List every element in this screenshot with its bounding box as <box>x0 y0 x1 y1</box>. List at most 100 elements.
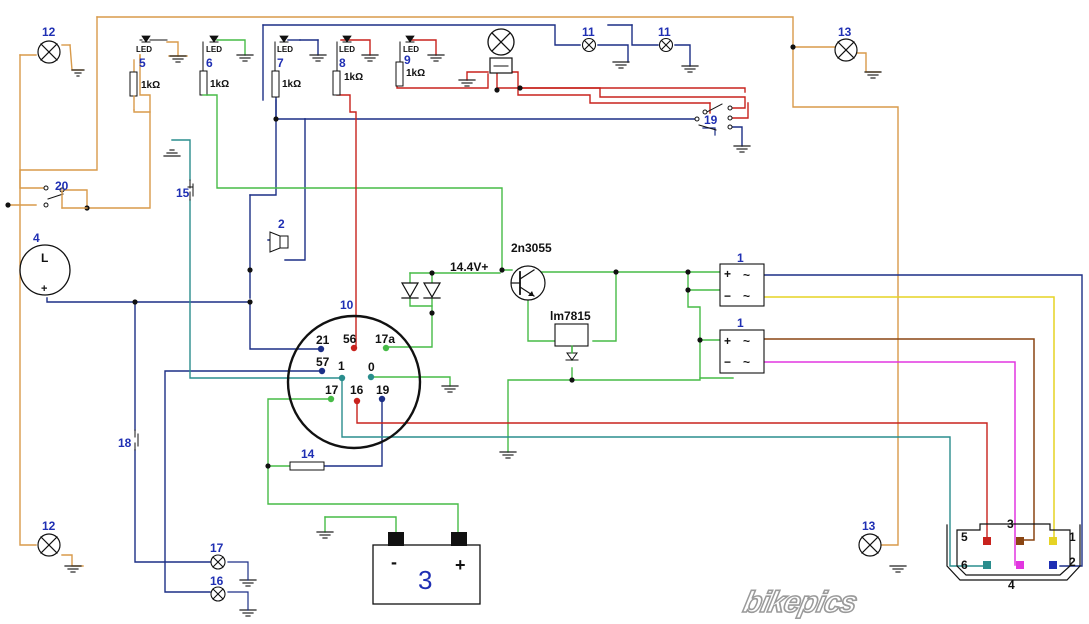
switch-15-label: 15 <box>176 186 190 200</box>
battery-plus: + <box>455 555 466 575</box>
battery-minus: - <box>391 552 397 572</box>
led-9-resistor: 1kΩ <box>406 68 425 79</box>
horn-label: 2 <box>278 217 285 231</box>
led-6-number: 6 <box>206 56 213 70</box>
switch-20: 20 <box>43 179 88 209</box>
led-8-resistor: 1kΩ <box>344 72 363 83</box>
meter-plus: + <box>41 283 47 295</box>
led-8-label: LED <box>339 45 355 54</box>
indicator-17: 17 <box>210 541 226 570</box>
ground-symbol <box>236 54 254 62</box>
yellow-wire <box>764 296 1055 541</box>
led-7-resistor: 1kΩ <box>282 79 301 90</box>
led-6: LED 6 1kΩ <box>199 35 229 96</box>
meter-4: L + 4 <box>19 231 71 296</box>
ground-symbol <box>458 79 476 87</box>
green-wires <box>206 39 734 533</box>
junction-dots <box>5 44 796 469</box>
rectifier-b-label: 1 <box>737 316 744 330</box>
regulator-label: lm7815 <box>550 309 591 323</box>
led-7-label: LED <box>277 45 293 54</box>
regulator-lm7815: lm7815 <box>550 309 591 361</box>
connector-pin-3: 3 <box>1007 517 1014 531</box>
ignition-t16: 16 <box>350 383 364 397</box>
rectifier-a: + − ~ ~ 1 <box>719 251 765 307</box>
ignition-t19: 19 <box>376 383 390 397</box>
ground-symbol <box>239 579 257 587</box>
headlamp-left-top-label: 12 <box>42 25 56 39</box>
ground-symbol <box>169 55 187 63</box>
led-5-label: LED <box>136 45 152 54</box>
ground-symbol <box>309 54 327 62</box>
brown-wire <box>764 338 1035 541</box>
ignition-t56: 56 <box>343 332 357 346</box>
horn-2: 2 <box>269 217 289 253</box>
ignition-label: 10 <box>340 298 354 312</box>
connector-4: 5 3 1 6 2 4 <box>946 517 1081 592</box>
transistor-2n3055: 2n3055 <box>510 241 552 301</box>
ignition-t21: 21 <box>316 333 330 347</box>
connector-pin-5: 5 <box>961 530 968 544</box>
led-9-number: 9 <box>404 53 411 67</box>
led-8-number: 8 <box>339 56 346 70</box>
ground-symbol <box>499 451 517 459</box>
ground-symbol <box>612 61 630 69</box>
headlamp-right-top: 13 <box>834 25 858 62</box>
led-6-resistor: 1kΩ <box>210 79 229 90</box>
ground-symbol <box>71 69 85 77</box>
meter-label: 4 <box>33 231 40 245</box>
rectifier-b-minus: − <box>724 355 731 369</box>
rectifier-a-minus: − <box>724 289 731 303</box>
connector-pin-2: 2 <box>1069 555 1076 569</box>
led-7-number: 7 <box>277 56 284 70</box>
battery-label: 3 <box>418 565 432 595</box>
ignition-switch: 10 56 17a 21 57 1 0 17 16 19 <box>286 298 422 450</box>
diodes: 14.4V+ <box>400 260 488 299</box>
fuse-label: 14 <box>301 447 315 461</box>
magenta-wire <box>764 361 1016 566</box>
lamp-11a: 11 <box>581 25 597 53</box>
rectifier-b-plus: + <box>724 334 731 348</box>
switch-20-label: 20 <box>55 179 69 193</box>
rectifier-b-ac2: ~ <box>743 355 750 369</box>
headlamp-right-top-label: 13 <box>838 25 852 39</box>
meter-symbol: L <box>41 251 48 265</box>
ground-symbol <box>163 149 181 157</box>
switch-19-label: 19 <box>704 113 718 127</box>
ground-symbol <box>64 565 82 573</box>
watermark: bikepics <box>740 586 859 619</box>
headlamp-left-bottom: 12 <box>37 519 61 557</box>
lamp-11a-label: 11 <box>582 25 595 39</box>
ground-symbols <box>64 54 907 617</box>
connector-label: 4 <box>1008 578 1015 592</box>
connector-pin-1: 1 <box>1069 530 1076 544</box>
rectifier-a-ac2: ~ <box>743 289 750 303</box>
led-5-resistor: 1kΩ <box>141 80 160 91</box>
ignition-t57: 57 <box>316 355 330 369</box>
switch-19: 19 <box>694 103 733 131</box>
voltage-label: 14.4V+ <box>450 260 488 274</box>
ground-symbol <box>681 65 699 73</box>
ground-symbol <box>733 145 751 153</box>
headlamp-left-top: 12 <box>37 25 61 64</box>
rectifier-b-ac1: ~ <box>743 334 750 348</box>
rectifier-a-plus: + <box>724 267 731 281</box>
connector-pin-6: 6 <box>961 558 968 572</box>
transistor-label: 2n3055 <box>511 241 552 255</box>
red-wires <box>336 39 988 541</box>
lamp-11b-label: 11 <box>658 25 671 39</box>
rectifier-a-label: 1 <box>737 251 744 265</box>
ground-symbol <box>239 609 257 617</box>
fuse-14: 14 <box>289 447 325 471</box>
led-5-number: 5 <box>139 56 146 70</box>
rectifier-b: + − ~ ~ 1 <box>719 316 765 374</box>
ignition-t17: 17 <box>325 383 339 397</box>
ignition-t1: 1 <box>338 359 345 373</box>
led-5: LED 5 1kΩ <box>129 35 168 113</box>
ground-symbol <box>427 54 445 62</box>
headlamp-right-bottom-label: 13 <box>862 519 876 533</box>
switch-18-label: 18 <box>118 436 132 450</box>
led-9-label: LED <box>403 45 419 54</box>
ground-symbol <box>864 71 882 79</box>
